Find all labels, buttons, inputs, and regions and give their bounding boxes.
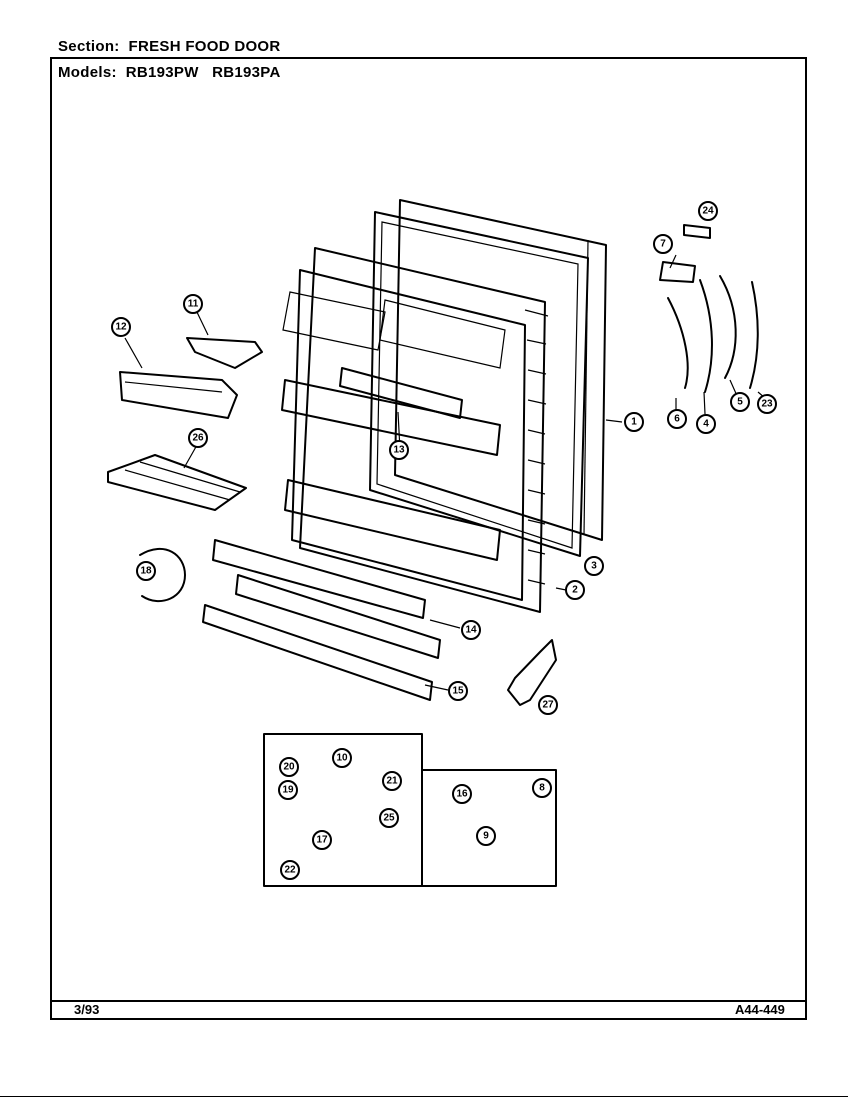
svg-text:6: 6	[674, 414, 680, 425]
svg-text:5: 5	[737, 397, 743, 408]
callout-21: 21	[382, 771, 402, 791]
svg-text:9: 9	[483, 831, 489, 842]
callout-27: 27	[538, 695, 558, 715]
callout-2: 2	[565, 580, 585, 600]
svg-text:24: 24	[702, 206, 714, 217]
egg-tray	[107, 454, 247, 511]
rail-detail-bracket	[139, 548, 186, 602]
svg-text:10: 10	[336, 753, 348, 764]
svg-text:16: 16	[456, 789, 468, 800]
callout-17: 17	[312, 830, 332, 850]
svg-text:19: 19	[282, 785, 294, 796]
callout-1: 1	[624, 412, 644, 432]
svg-text:8: 8	[539, 783, 545, 794]
callout-6: 6	[667, 409, 687, 429]
svg-text:3: 3	[591, 561, 597, 572]
svg-text:22: 22	[284, 865, 296, 876]
dairy-door-cover	[186, 337, 263, 369]
callout-4: 4	[696, 414, 716, 434]
svg-text:7: 7	[660, 239, 666, 250]
svg-text:18: 18	[140, 566, 152, 577]
callout-16: 16	[452, 784, 472, 804]
callout-9: 9	[476, 826, 496, 846]
svg-text:23: 23	[761, 399, 773, 410]
svg-text:15: 15	[452, 686, 464, 697]
door-shelf-bar	[339, 367, 463, 419]
footer-divider	[52, 1000, 805, 1002]
page-bottom-rule	[0, 1096, 848, 1097]
models-value: RB193PW RB193PA	[125, 64, 281, 81]
section-heading: Section: FRESH FOOD DOOR	[58, 38, 281, 55]
svg-text:1: 1	[631, 417, 637, 428]
models-heading: Models: RB193PW RB193PA	[58, 64, 281, 81]
callout-7: 7	[653, 234, 673, 254]
footer-part-code: A44-449	[735, 1002, 785, 1017]
footer-date: 3/93	[74, 1002, 100, 1017]
svg-text:25: 25	[383, 813, 395, 824]
callout-18: 18	[136, 561, 156, 581]
svg-text:26: 26	[192, 433, 204, 444]
svg-text:17: 17	[316, 835, 328, 846]
callout-23: 23	[757, 394, 777, 414]
svg-text:4: 4	[703, 419, 709, 430]
svg-text:14: 14	[465, 625, 477, 636]
door-rails	[202, 539, 441, 701]
models-label: Models:	[58, 64, 117, 81]
callout-12: 12	[111, 317, 131, 337]
callout-8: 8	[532, 778, 552, 798]
callout-22: 22	[280, 860, 300, 880]
door-handle-parts	[659, 224, 759, 393]
callout-10: 10	[332, 748, 352, 768]
svg-text:12: 12	[115, 322, 127, 333]
lower-hinge-bracket	[507, 639, 557, 706]
callout-5: 5	[730, 392, 750, 412]
callout-25: 25	[379, 808, 399, 828]
callout-20: 20	[279, 757, 299, 777]
callout-19: 19	[278, 780, 298, 800]
door-bin	[119, 371, 238, 419]
callout-14: 14	[461, 620, 481, 640]
svg-text:2: 2	[572, 585, 578, 596]
callout-26: 26	[188, 428, 208, 448]
diagram-frame	[50, 57, 807, 1020]
callout-11: 11	[183, 294, 203, 314]
callout-3: 3	[584, 556, 604, 576]
svg-text:13: 13	[393, 445, 405, 456]
svg-text:20: 20	[283, 762, 295, 773]
svg-text:21: 21	[386, 776, 398, 787]
svg-text:11: 11	[188, 299, 199, 310]
callout-13: 13	[389, 440, 409, 460]
section-value: FRESH FOOD DOOR	[128, 38, 281, 55]
section-label: Section:	[58, 38, 120, 55]
hinge-hardware-kit-right	[421, 769, 557, 887]
callout-15: 15	[448, 681, 468, 701]
svg-text:27: 27	[542, 700, 554, 711]
callout-24: 24	[698, 201, 718, 221]
